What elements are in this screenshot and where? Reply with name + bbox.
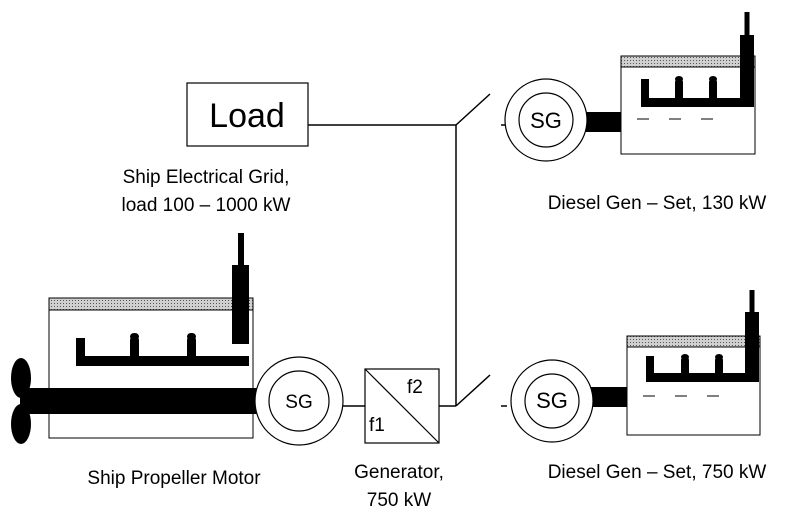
motor-block (48, 309, 254, 439)
propeller-shaft (20, 388, 264, 414)
converter-f2-label: f2 (407, 377, 423, 398)
grid-caption-line2: load 100 – 1000 kW (121, 195, 290, 216)
engine-block-top (620, 66, 756, 155)
sg-inner-bottom (524, 373, 580, 429)
grid-caption: Ship Electrical Grid, load 100 – 1000 kW (121, 167, 290, 216)
converter-caption-line1: Generator, (354, 462, 444, 483)
engine-hatch-bottom (626, 335, 761, 348)
converter-f1-label: f1 (369, 415, 385, 436)
diesel-gen-set-bottom: SG Diesel Gen – Set, 750 kW (510, 290, 767, 483)
bus-lines (308, 93, 507, 407)
diesel-gen-set-top: SG Diesel Gen – Set, 130 kW (504, 12, 767, 214)
shaft-top (580, 112, 621, 132)
diesel-top-caption: Diesel Gen – Set, 130 kW (548, 193, 767, 214)
sg-label-top: SG (530, 108, 562, 133)
converter-caption-line2: 750 kW (367, 490, 431, 511)
shaft-bottom (585, 387, 627, 407)
sg-inner-top (518, 92, 574, 148)
diesel-bottom-caption: Diesel Gen – Set, 750 kW (548, 462, 767, 483)
grid-caption-line1: Ship Electrical Grid, (123, 167, 290, 188)
breaker-bottom (455, 374, 491, 407)
breaker-top (455, 93, 491, 126)
load-label: Load (209, 97, 285, 135)
motor-exhaust-stack (232, 265, 249, 344)
motor-hatch (48, 297, 254, 311)
propulsion-sg-label: SG (285, 392, 312, 413)
engine-hatch-top (620, 55, 756, 68)
ship-propeller-motor: SG Ship Propeller Motor (11, 233, 344, 489)
propeller-motor-caption: Ship Propeller Motor (87, 468, 261, 489)
frequency-converter: f2 f1 Generator, 750 kW (354, 368, 444, 511)
load-block: Load (186, 82, 309, 147)
exhaust-stack-bottom (745, 312, 759, 379)
sg-label-bottom: SG (536, 388, 568, 413)
exhaust-stack-top (740, 35, 754, 99)
propulsion-sg-inner (268, 370, 330, 432)
